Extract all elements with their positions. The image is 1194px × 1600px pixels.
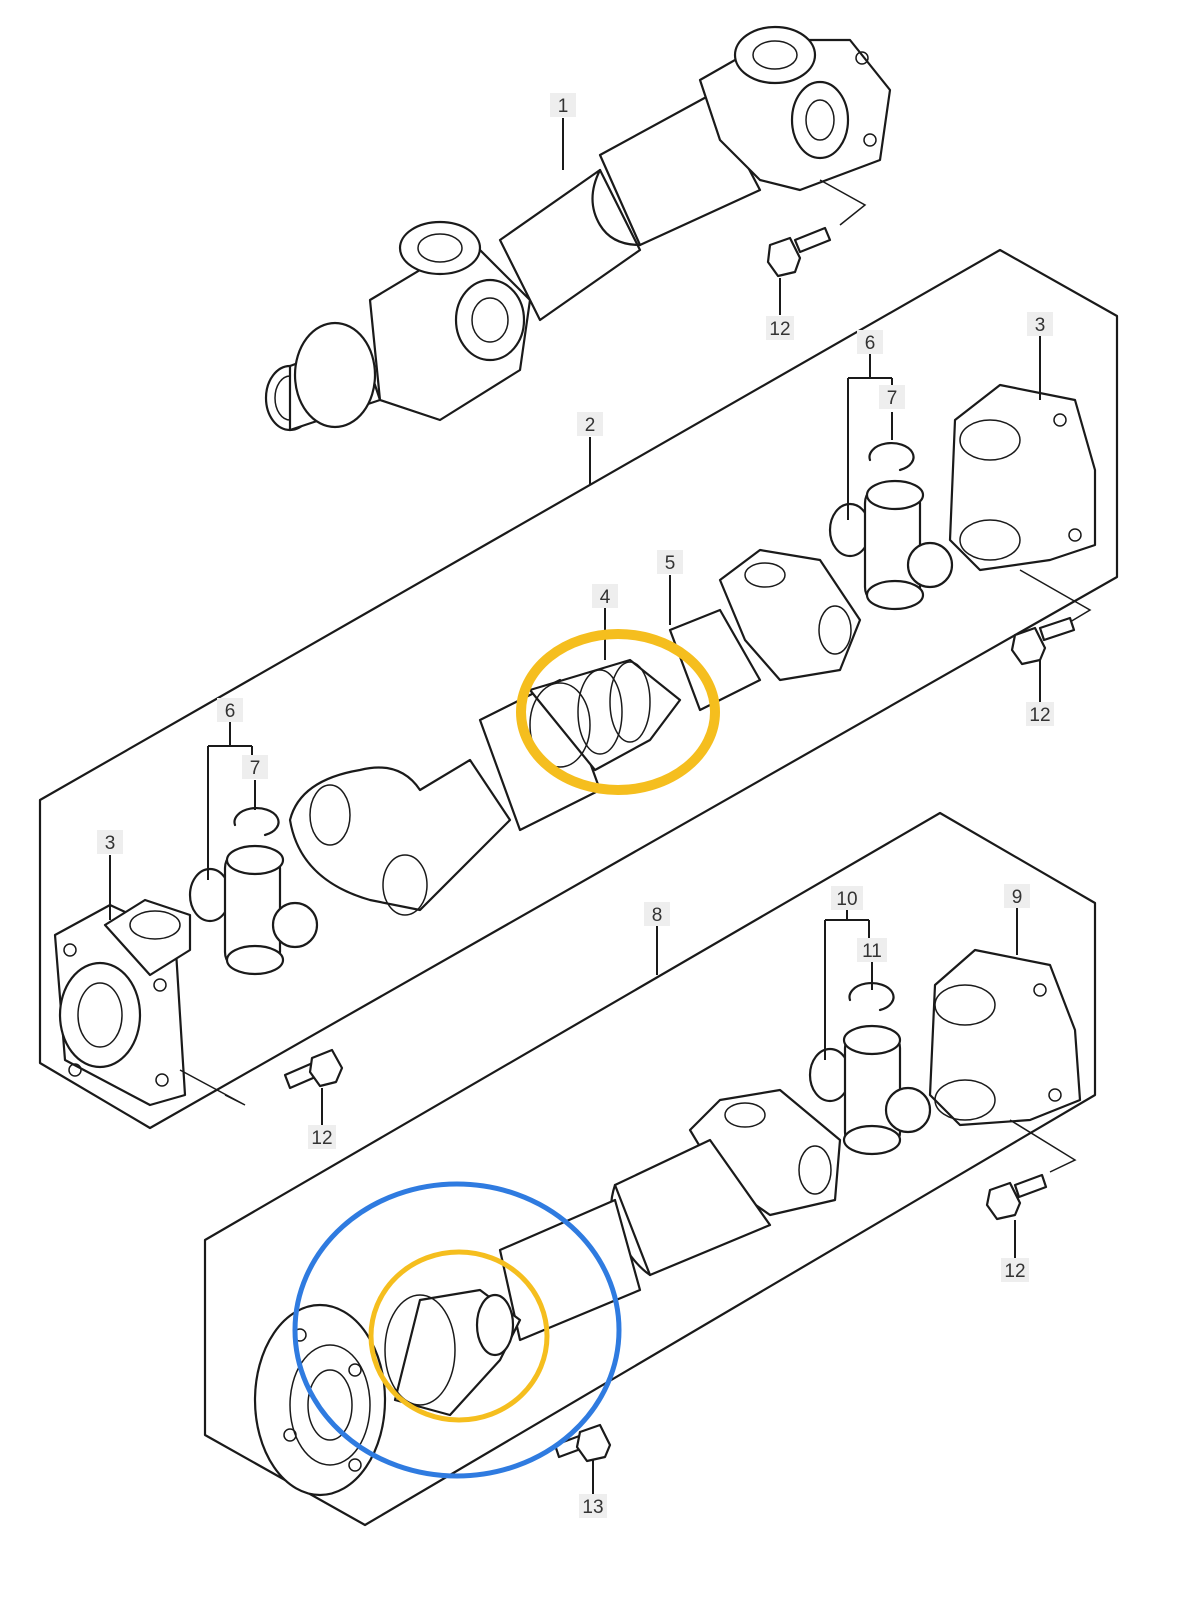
svg-text:12: 12	[769, 319, 790, 340]
snap-ring-rear	[848, 981, 895, 1012]
callout-6: 6	[217, 698, 243, 722]
highlight-circle-blue	[292, 1181, 622, 1479]
svg-text:12: 12	[1029, 705, 1050, 726]
front-propeller-shaft-assembly	[264, 25, 892, 432]
center-propeller-shaft-assembly	[38, 248, 1119, 1130]
callout-11: 11	[857, 938, 887, 962]
svg-text:12: 12	[311, 1128, 332, 1149]
callout-10: 10	[831, 886, 863, 910]
svg-text:9: 9	[1012, 887, 1023, 908]
callout-12: 12	[1001, 1258, 1029, 1282]
callout-3: 3	[1027, 312, 1053, 336]
flange-yoke-right	[948, 383, 1097, 572]
callout-3: 3	[97, 830, 123, 854]
svg-text:7: 7	[887, 388, 898, 409]
callout-9: 9	[1004, 884, 1030, 908]
universal-joint-spider-rear	[808, 1024, 932, 1156]
svg-text:11: 11	[862, 941, 882, 962]
callout-8: 8	[644, 902, 670, 926]
bolt-icon	[766, 226, 832, 278]
dust-boot-middle	[528, 658, 682, 772]
companion-flange	[253, 1303, 387, 1497]
svg-text:13: 13	[582, 1497, 603, 1518]
svg-text:3: 3	[105, 833, 116, 854]
callout-6: 6	[857, 330, 883, 354]
callout-2: 2	[577, 412, 603, 436]
snap-ring-right	[868, 441, 915, 472]
svg-text:3: 3	[1035, 315, 1046, 336]
rear-propeller-shaft-assembly	[203, 811, 1097, 1527]
svg-text:10: 10	[836, 889, 857, 910]
leader-lines	[109, 118, 1041, 1495]
svg-text:2: 2	[585, 415, 596, 436]
svg-text:5: 5	[665, 553, 676, 574]
highlight-circle-yellow	[516, 629, 720, 795]
callout-7: 7	[242, 755, 268, 779]
svg-text:6: 6	[225, 701, 236, 722]
svg-text:7: 7	[250, 758, 261, 779]
snap-ring-left	[233, 806, 280, 837]
highlight-circle-yellow	[368, 1249, 550, 1423]
svg-text:12: 12	[1004, 1261, 1025, 1282]
flange-yoke-left	[53, 898, 192, 1107]
bolt-icon	[553, 1423, 612, 1463]
svg-text:4: 4	[600, 587, 611, 608]
callout-4: 4	[592, 584, 618, 608]
svg-text:6: 6	[865, 333, 876, 354]
callout-12: 12	[1026, 702, 1054, 726]
callout-1: 1	[550, 93, 576, 117]
bolt-icon	[1010, 616, 1076, 666]
callout-5: 5	[657, 550, 683, 574]
universal-joint-spider-left	[188, 844, 319, 976]
cv-joint-boot	[384, 1288, 522, 1417]
callout-12: 12	[766, 316, 794, 340]
bolt-icon	[283, 1048, 344, 1090]
callout-13: 13	[579, 1494, 607, 1518]
svg-text:8: 8	[652, 905, 663, 926]
flange-yoke-rear	[928, 948, 1082, 1127]
callout-12: 12	[308, 1125, 336, 1149]
bolt-icon	[985, 1173, 1048, 1221]
svg-text:1: 1	[558, 96, 569, 117]
callout-7: 7	[879, 385, 905, 409]
universal-joint-spider-right	[828, 479, 954, 611]
